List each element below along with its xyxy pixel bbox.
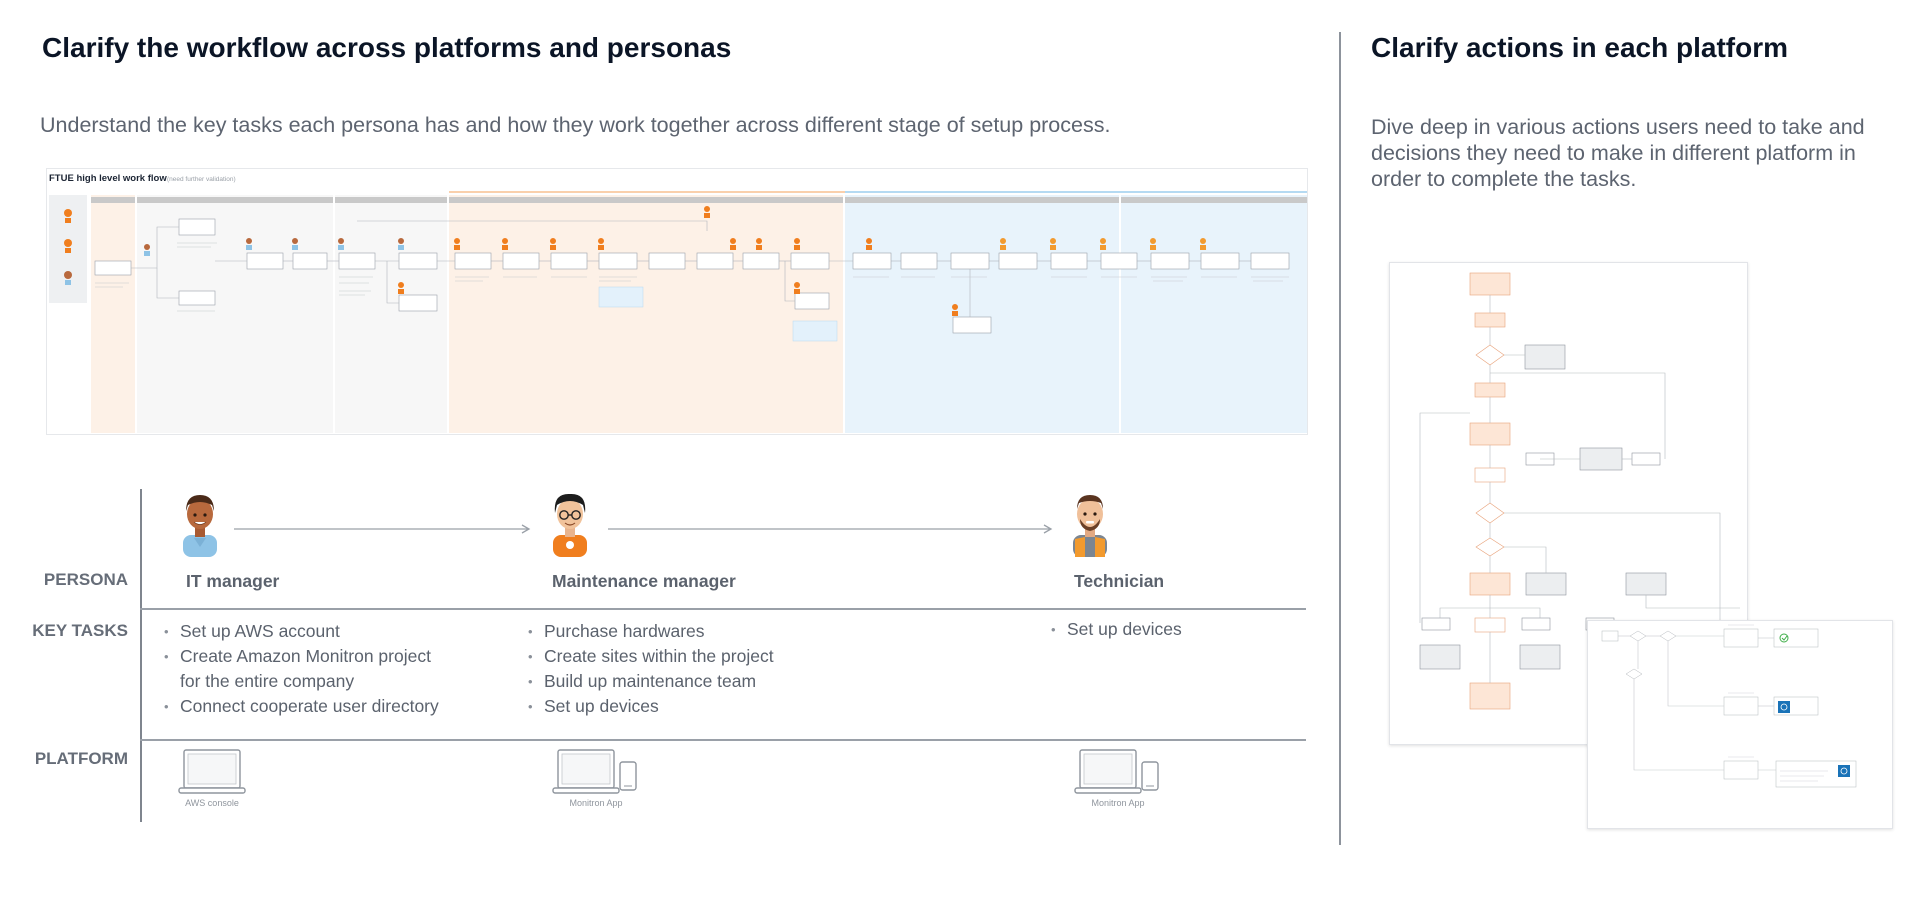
- task-item: Set up devices: [1049, 617, 1309, 642]
- task-item: Connect cooperate user directory: [162, 694, 492, 719]
- platform-flowchart-graphic: [1419, 272, 1740, 723]
- table-row-divider-1: [140, 608, 1306, 610]
- platform-decision-graphic: [1601, 624, 1857, 788]
- workflow-heading: FTUE high level work flow: [49, 173, 167, 184]
- persona-name-maintenance-manager: Maintenance manager: [552, 571, 736, 591]
- platform-label-monitron-app: Monitron App: [569, 798, 623, 808]
- row-label-persona: PERSONA: [43, 570, 128, 589]
- left-description: Understand the key tasks each persona ha…: [40, 113, 1111, 137]
- left-title: Clarify the workflow across platforms an…: [42, 32, 732, 63]
- workflow-diagram: FTUE high level work flow (need further …: [46, 168, 1308, 435]
- workflow-diagram-graphic: FTUE high level work flow (need further …: [49, 173, 1307, 433]
- task-item: Set up AWS account: [162, 619, 492, 644]
- section-divider: [1339, 32, 1341, 845]
- laptop-icon: [178, 749, 246, 794]
- platform-label-aws-console: AWS console: [185, 798, 239, 808]
- right-description-line: Dive deep in various actions users need …: [1371, 115, 1865, 139]
- laptop-phone-icon: [1074, 749, 1159, 794]
- task-item-continued: for the entire company: [180, 671, 355, 691]
- row-label-platform: PLATFORM: [34, 749, 128, 768]
- task-item: Purchase hardwares: [526, 619, 856, 644]
- persona-flow-arrows: [234, 524, 1053, 534]
- technician-avatar: [1073, 495, 1107, 557]
- laptop-phone-icon: [552, 749, 637, 794]
- task-item: Set up devices: [526, 694, 856, 719]
- table-vertical-divider: [140, 489, 142, 822]
- table-row-divider-2: [140, 739, 1306, 741]
- task-item: Create sites within the project: [526, 644, 856, 669]
- it-manager-task-list: Set up AWS account Create Amazon Monitro…: [162, 619, 492, 719]
- workflow-subheading: (need further validation): [167, 176, 236, 183]
- it-manager-avatar: [183, 495, 217, 557]
- row-label-key-tasks: KEY TASKS: [32, 621, 128, 640]
- right-description-line: decisions they need to make in different…: [1371, 141, 1856, 165]
- maintenance-manager-avatar: [553, 493, 587, 557]
- persona-name-it-manager: IT manager: [186, 571, 280, 591]
- right-title: Clarify actions in each platform: [1371, 32, 1788, 63]
- persona-name-technician: Technician: [1074, 571, 1165, 591]
- technician-task-list: Set up devices: [1049, 617, 1309, 642]
- task-item: Create Amazon Monitron project: [162, 644, 492, 669]
- platform-label-monitron-app: Monitron App: [1091, 798, 1145, 808]
- platform-decision-document: [1587, 620, 1893, 829]
- right-description-line: order to complete the tasks.: [1371, 167, 1637, 191]
- right-description: Dive deep in various actions users need …: [1371, 114, 1911, 192]
- maintenance-manager-task-list: Purchase hardwares Create sites within t…: [526, 619, 856, 719]
- task-item: Build up maintenance team: [526, 669, 856, 694]
